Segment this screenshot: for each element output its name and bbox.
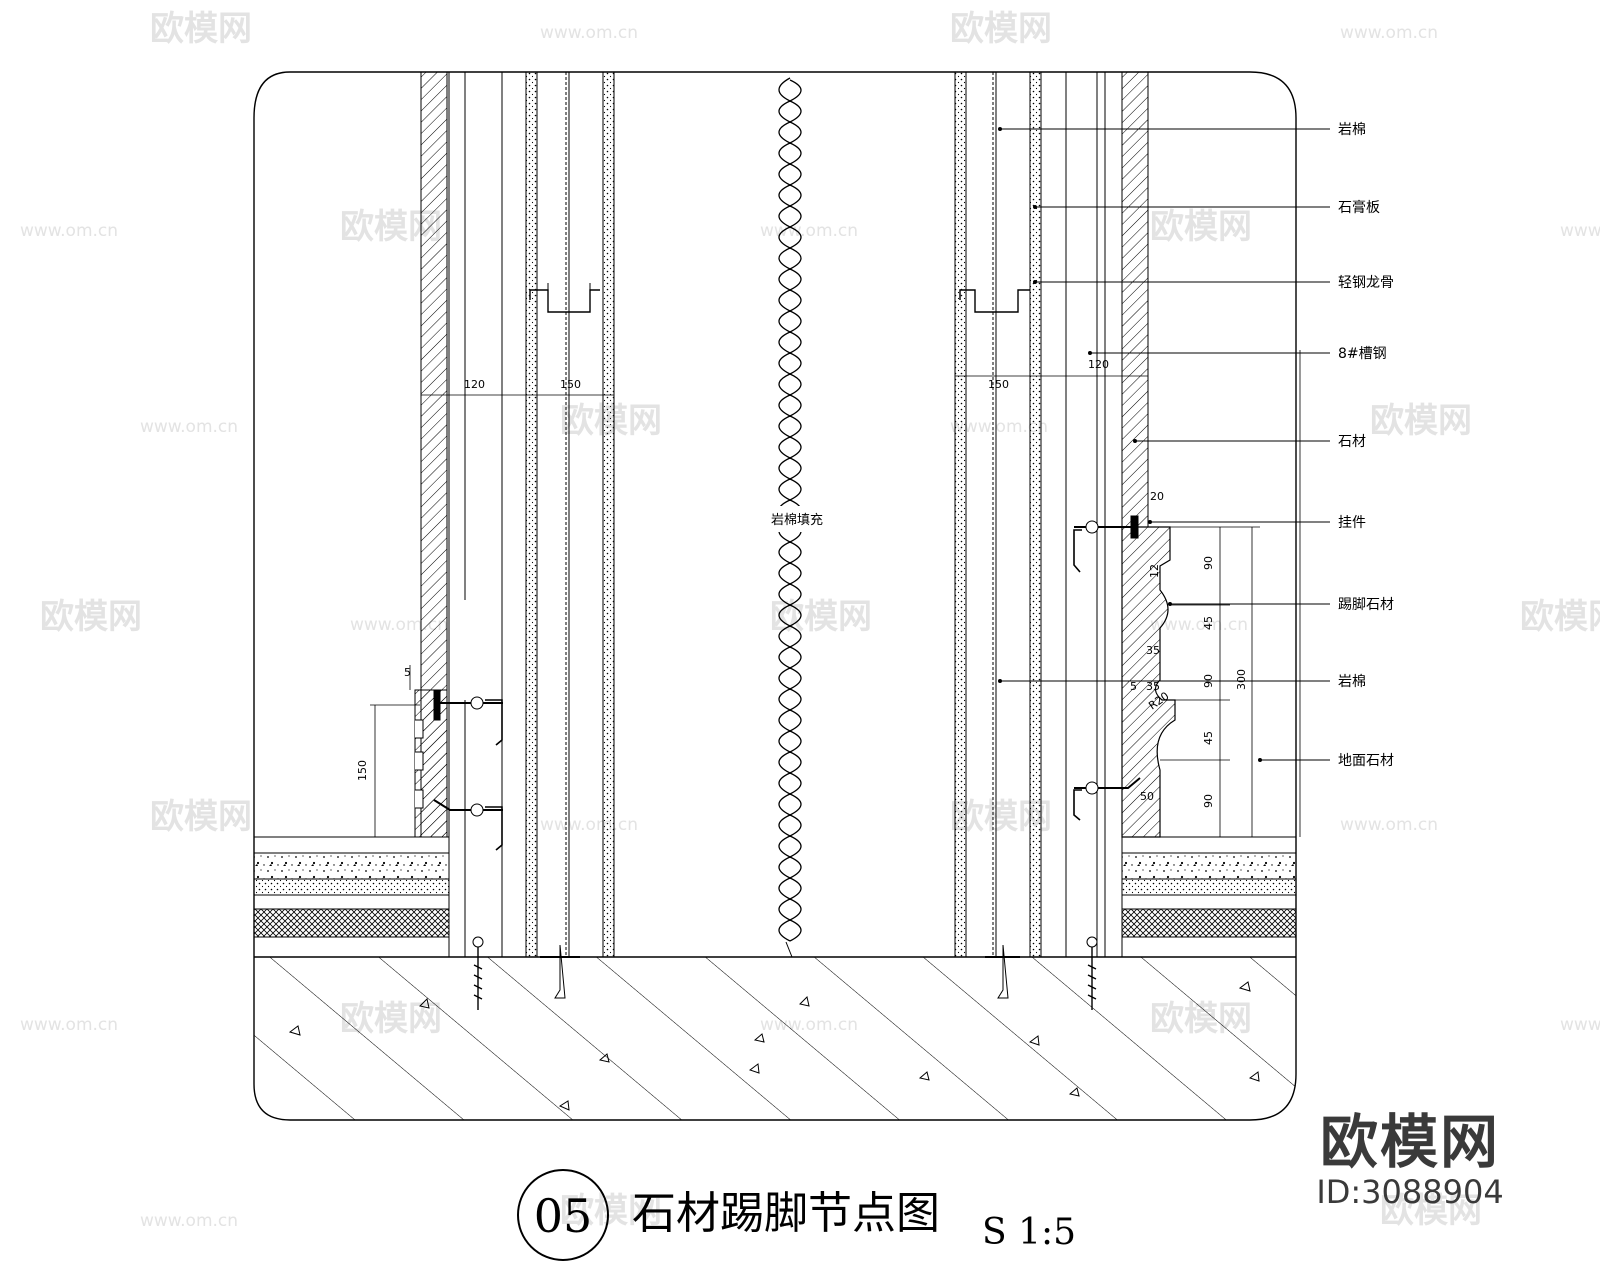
watermark-url: www.om.cn: [140, 417, 238, 437]
insulation-label: 岩棉填充: [771, 512, 823, 528]
callout-label: 石材: [1338, 434, 1366, 450]
watermark-logo: 欧模网: [1520, 597, 1600, 637]
right-dim-d8: 45: [1202, 731, 1215, 745]
watermark-url: www.om.cn: [1340, 23, 1438, 43]
callout-dot: [1148, 520, 1152, 524]
callout-dot: [1168, 602, 1172, 606]
watermark-logo: 欧模网: [1380, 1191, 1482, 1231]
right-dim-d7: 35: [1146, 680, 1160, 693]
left-dim-small: 5: [404, 666, 411, 679]
right-bracket-lower: [1073, 777, 1141, 821]
left-bracket-lower: [433, 799, 503, 851]
watermark-logo: 欧模网: [560, 1191, 662, 1231]
floor-layer-right: [1121, 878, 1296, 896]
watermark-url: www.om.cn: [540, 815, 638, 835]
right-dim-d3: 45: [1202, 616, 1215, 630]
callout-label: 8#槽钢: [1338, 346, 1387, 362]
concrete-slab: [254, 957, 1296, 1120]
brand-name: 欧模网: [1319, 1108, 1500, 1176]
right-gypsum-board-b: [1029, 71, 1042, 958]
callout-label: 岩棉: [1338, 121, 1366, 138]
floor-waterproof-right: [1121, 908, 1296, 938]
left-dim-w1: 120: [464, 378, 485, 391]
drawing-number-circle: [517, 1169, 609, 1261]
watermark-logo: 欧模网: [950, 9, 1052, 49]
callout-label: 挂件: [1338, 515, 1366, 531]
watermark-url: www.om.cn: [1150, 615, 1248, 635]
right-anchor-bolts: [985, 936, 1098, 1010]
callout-dot: [1033, 205, 1037, 209]
watermark-logo: 欧模网: [1150, 207, 1252, 247]
callout-label: 石膏板: [1338, 199, 1380, 216]
right-dim-d9: 50: [1140, 790, 1154, 803]
brand-watermark: 欧模网 ID:3088904: [1290, 1112, 1530, 1212]
right-dim-total: 300: [1235, 669, 1248, 690]
left-dim-w2: 150: [560, 378, 581, 391]
callout-dot: [998, 127, 1002, 131]
callout-label: 轻钢龙骨: [1338, 275, 1394, 291]
right-dim-top: 20: [1150, 490, 1164, 503]
right-dim-w-right: 120: [1088, 358, 1109, 371]
drawing-title-block: 05 石材踢脚节点图 S 1:5: [517, 1169, 1076, 1261]
aggregate-marks: [288, 981, 1260, 1111]
watermark-url: www.om.cn: [1340, 815, 1438, 835]
callout-label: 岩棉: [1338, 673, 1366, 690]
watermark-url: www.om.cn: [1560, 221, 1600, 241]
callout-dot: [1258, 758, 1262, 762]
watermark-logo: 欧模网: [1370, 401, 1472, 441]
floor-stone-left: [254, 836, 450, 854]
left-light-gauge-stud: [529, 289, 600, 313]
brand-id: ID:3088904: [1316, 1173, 1504, 1211]
drawing-title: 石材踢脚节点图: [632, 1188, 940, 1239]
floor-stone-right: [1121, 836, 1296, 854]
watermark-url: www.om.cn: [760, 221, 858, 241]
watermark-url: www.om.cn: [20, 1015, 118, 1035]
left-anchor-bolts: [472, 936, 580, 1010]
right-dim-d1: 90: [1202, 556, 1215, 570]
right-dim-d2: 12: [1148, 564, 1161, 578]
detail-frame: [253, 71, 1297, 1121]
right-wall-assembly: [954, 71, 1301, 1010]
callout-label: 地面石材: [1338, 753, 1394, 769]
watermark-logo: 欧模网: [40, 597, 142, 637]
floor-screed-right: [1121, 894, 1296, 910]
watermark-url: www.om.cn: [1560, 1015, 1600, 1035]
callout-dot: [1088, 351, 1092, 355]
watermark-url: www.om.cn: [540, 23, 638, 43]
left-bracket-upper: [433, 689, 503, 746]
right-bracket-upper: [1073, 515, 1139, 573]
left-gypsum-board-b: [602, 71, 615, 958]
right-gypsum-board-a: [954, 71, 967, 958]
right-stone-cladding: [1121, 71, 1149, 528]
left-dim-h: 150: [356, 760, 369, 781]
left-wall-assembly: [370, 71, 615, 1010]
right-light-gauge-stud: [959, 289, 1030, 313]
right-skirting-stone: [1121, 526, 1176, 838]
drawing-number: 05: [534, 1189, 593, 1243]
callout-dot: [1133, 439, 1137, 443]
callout-label: 踢脚石材: [1338, 597, 1394, 613]
floor-screed-left: [254, 894, 450, 910]
left-gypsum-board-a: [525, 71, 538, 958]
callout-dot: [1033, 280, 1037, 284]
callout-dot: [998, 679, 1002, 683]
watermark-url: www.om.cn: [950, 417, 1048, 437]
watermark-logo: 欧模网: [150, 797, 252, 837]
right-dim-d6: 5: [1130, 680, 1137, 693]
floor-layer-left: [254, 878, 450, 896]
right-dim-d10: 90: [1202, 794, 1215, 808]
right-dim-w-left: 150: [988, 378, 1009, 391]
watermark-logo: 欧模网: [150, 9, 252, 49]
watermark-url: www.om.cn: [140, 1211, 238, 1231]
floor-mortar-right: [1121, 852, 1296, 880]
watermark-url: www.om.cn: [20, 221, 118, 241]
floor-mortar-left: [254, 852, 450, 880]
right-dim-d4: 35: [1146, 644, 1160, 657]
floor-waterproof-left: [254, 908, 450, 938]
drawing-scale: S 1:5: [982, 1212, 1076, 1253]
